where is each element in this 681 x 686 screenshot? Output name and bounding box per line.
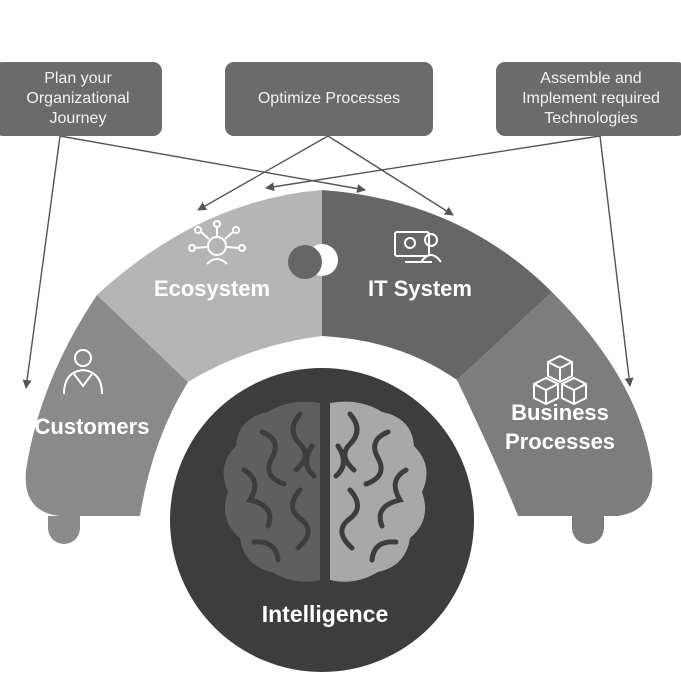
arrow-assemble-to-ecosystem: [265, 135, 601, 192]
customers-label: Customers: [35, 414, 150, 439]
customers-segment: [25, 295, 188, 544]
network-people-icon: [188, 220, 246, 265]
puzzle-tab: [572, 516, 604, 544]
ecosystem-segment: [97, 190, 322, 382]
computer-user-icon: [394, 231, 442, 263]
arrow-plan-to-customers: [22, 135, 61, 389]
puzzle-knob: [109, 335, 139, 365]
arrow-optimize-to-ecosystem: [197, 135, 329, 211]
plan-journey-callout: Plan your Organizational Journey: [0, 62, 162, 136]
arrow-plan-to-it-system: [59, 135, 366, 194]
puzzle-tab: [48, 516, 80, 544]
it-system-segment: [288, 190, 552, 380]
person-icon: [63, 349, 103, 395]
ecosystem-label: Ecosystem: [154, 276, 270, 301]
connector-arrows: [22, 135, 634, 389]
intelligence-label: Intelligence: [262, 601, 389, 627]
business-label-line2: Processes: [505, 429, 615, 454]
business-label-line1: Business: [511, 400, 609, 425]
boxes-icon: [533, 354, 587, 406]
assemble-technologies-callout: Assemble and Implement required Technolo…: [496, 62, 681, 136]
optimize-processes-callout: Optimize Processes: [225, 62, 433, 136]
puzzle-knob: [288, 245, 322, 279]
arrow-assemble-to-business: [599, 135, 634, 387]
brain-icon: [223, 401, 427, 582]
arrow-optimize-to-it-system: [327, 135, 454, 216]
it-system-label: IT System: [368, 276, 472, 301]
